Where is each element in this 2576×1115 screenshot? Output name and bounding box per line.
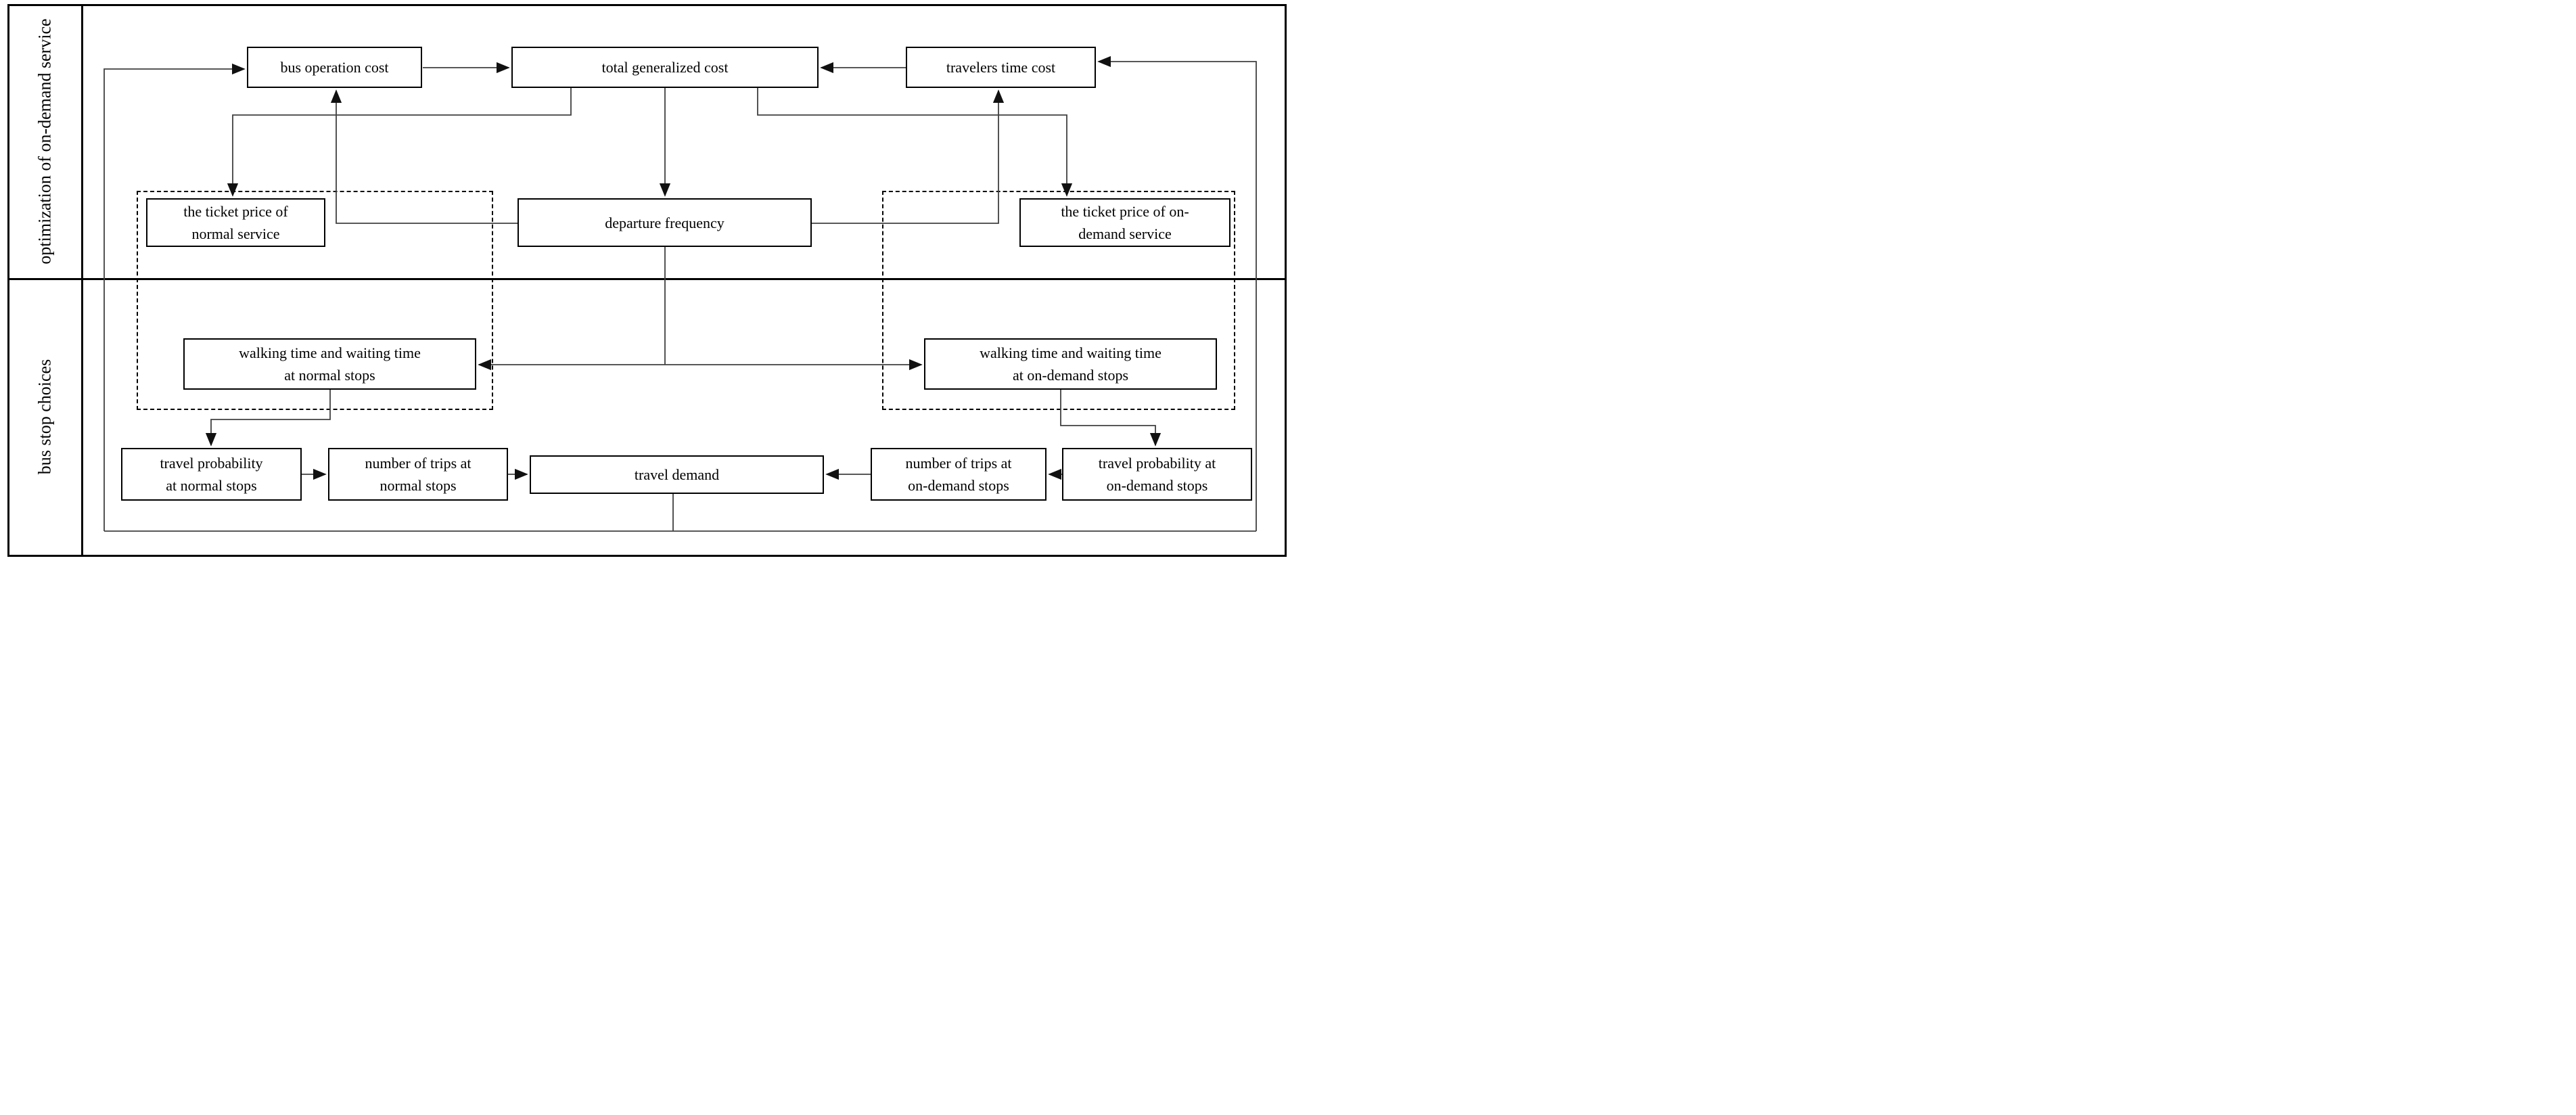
node-travel-probability-normal: travel probability at normal stops <box>121 448 302 501</box>
flowchart-figure: optimization of on-demand service bus st… <box>0 0 1288 558</box>
node-travelers-time-cost: travelers time cost <box>906 47 1096 88</box>
node-label: travelers time cost <box>946 59 1056 76</box>
node-label: normal service <box>191 225 280 242</box>
node-label: travel probability <box>160 455 263 472</box>
node-label: travel probability at <box>1098 455 1216 472</box>
connector-layer <box>104 55 1257 532</box>
node-label: total generalized cost <box>601 59 729 76</box>
node-walking-waiting-normal: walking time and waiting time at normal … <box>183 338 476 390</box>
dashed-group-normal-service <box>137 191 493 410</box>
node-ticket-price-on-demand: the ticket price of on- demand service <box>1019 198 1230 247</box>
node-label: number of trips at <box>365 455 472 472</box>
node-travel-demand: travel demand <box>530 455 824 494</box>
node-label: departure frequency <box>605 214 724 231</box>
node-label: on-demand stops <box>908 477 1009 494</box>
node-label: at normal stops <box>166 477 257 494</box>
node-trips-normal: number of trips at normal stops <box>328 448 508 501</box>
node-label: bus operation cost <box>280 59 389 76</box>
node-departure-frequency: departure frequency <box>518 198 812 247</box>
node-walking-waiting-on-demand: walking time and waiting time at on-dema… <box>924 338 1217 390</box>
node-label: number of trips at <box>905 455 1012 472</box>
node-total-generalized-cost: total generalized cost <box>511 47 819 88</box>
outer-border <box>7 4 1287 557</box>
node-label: the ticket price of <box>183 203 288 220</box>
node-label: at normal stops <box>284 367 375 384</box>
node-label: travel demand <box>634 466 720 483</box>
node-label: on-demand stops <box>1106 477 1208 494</box>
node-travel-probability-on-demand: travel probability at on-demand stops <box>1062 448 1252 501</box>
node-label: normal stops <box>380 477 457 494</box>
node-label: walking time and waiting time <box>980 344 1162 361</box>
node-trips-on-demand: number of trips at on-demand stops <box>871 448 1046 501</box>
node-bus-operation-cost: bus operation cost <box>247 47 422 88</box>
node-ticket-price-normal: the ticket price of normal service <box>146 198 325 247</box>
node-label: at on-demand stops <box>1012 367 1129 384</box>
node-label: demand service <box>1078 225 1172 242</box>
section-divider-line <box>7 278 1285 280</box>
dashed-group-on-demand-service <box>882 191 1235 410</box>
node-label: walking time and waiting time <box>239 344 421 361</box>
node-label: the ticket price of on- <box>1061 203 1189 220</box>
